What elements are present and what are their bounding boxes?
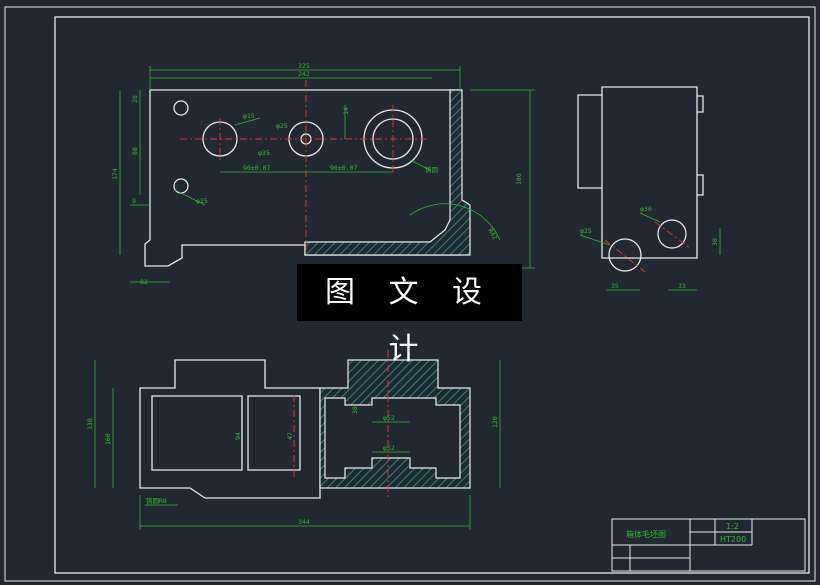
- dim-left-height2: 160: [104, 433, 112, 445]
- dim-14: 14: [342, 107, 350, 115]
- title-scale-value: 1:2: [726, 522, 739, 531]
- dim-hole-spacing-right: 90±0.07: [330, 164, 357, 172]
- dim-88: 88: [131, 147, 139, 155]
- title-drawing-name: 箱体毛坯图: [626, 529, 666, 539]
- dim-overall-width: 325: [298, 62, 310, 70]
- sheet-outer-border: [4, 6, 816, 582]
- dim-inner-47: 47: [286, 432, 294, 440]
- top-view: 325 242 180 174 88 28 14 82 9 90±0.07 90…: [111, 62, 535, 286]
- dim-overall-length: 344: [298, 518, 310, 526]
- dim-30: 30: [711, 238, 719, 246]
- dim-38: 38: [351, 406, 359, 414]
- dim-9: 9: [132, 197, 136, 205]
- dim-33: 33: [678, 282, 686, 290]
- dim-35: 35: [611, 282, 619, 290]
- dim-hole-b: φ25: [580, 227, 592, 235]
- dim-height-left: 174: [111, 168, 119, 180]
- dim-hole-a: φ30: [640, 205, 652, 213]
- dim-height-right: 180: [515, 173, 523, 185]
- side-view: φ30 φ25 35 33 30: [577, 86, 721, 291]
- dim-bore-upper: φ52: [383, 414, 395, 422]
- dim-hole-top: φ15: [243, 112, 255, 120]
- dim-hole-small: φ15: [196, 197, 208, 205]
- dim-inner-94: 94: [234, 432, 242, 440]
- dim-hole-spacing-left: 90±0.07: [243, 164, 270, 172]
- dim-hole-mid: φ35: [258, 149, 270, 157]
- dim-right-height: 120: [491, 416, 499, 428]
- dim-inner-width: 242: [298, 70, 310, 78]
- dim-radius: R42: [486, 227, 499, 241]
- dim-left-height: 130: [86, 418, 94, 430]
- fillet-note: 铸圆R8: [146, 496, 167, 505]
- front-view: 344 130 160 120 94 47 φ52 φ52 38 铸圆R8: [86, 350, 501, 530]
- note-cast-round: 铸圆: [425, 165, 438, 174]
- dim-hole-mid2: φ25: [276, 122, 288, 130]
- dim-28: 28: [131, 95, 139, 103]
- dim-bore-lower: φ52: [383, 444, 395, 452]
- dim-82: 82: [140, 278, 148, 286]
- title-block: 箱体毛坯图 1:2 HT200: [611, 518, 806, 572]
- sheet-inner-border: [54, 16, 810, 574]
- title-material-value: HT200: [720, 535, 746, 544]
- watermark-banner: 图 文 设 计: [297, 264, 522, 367]
